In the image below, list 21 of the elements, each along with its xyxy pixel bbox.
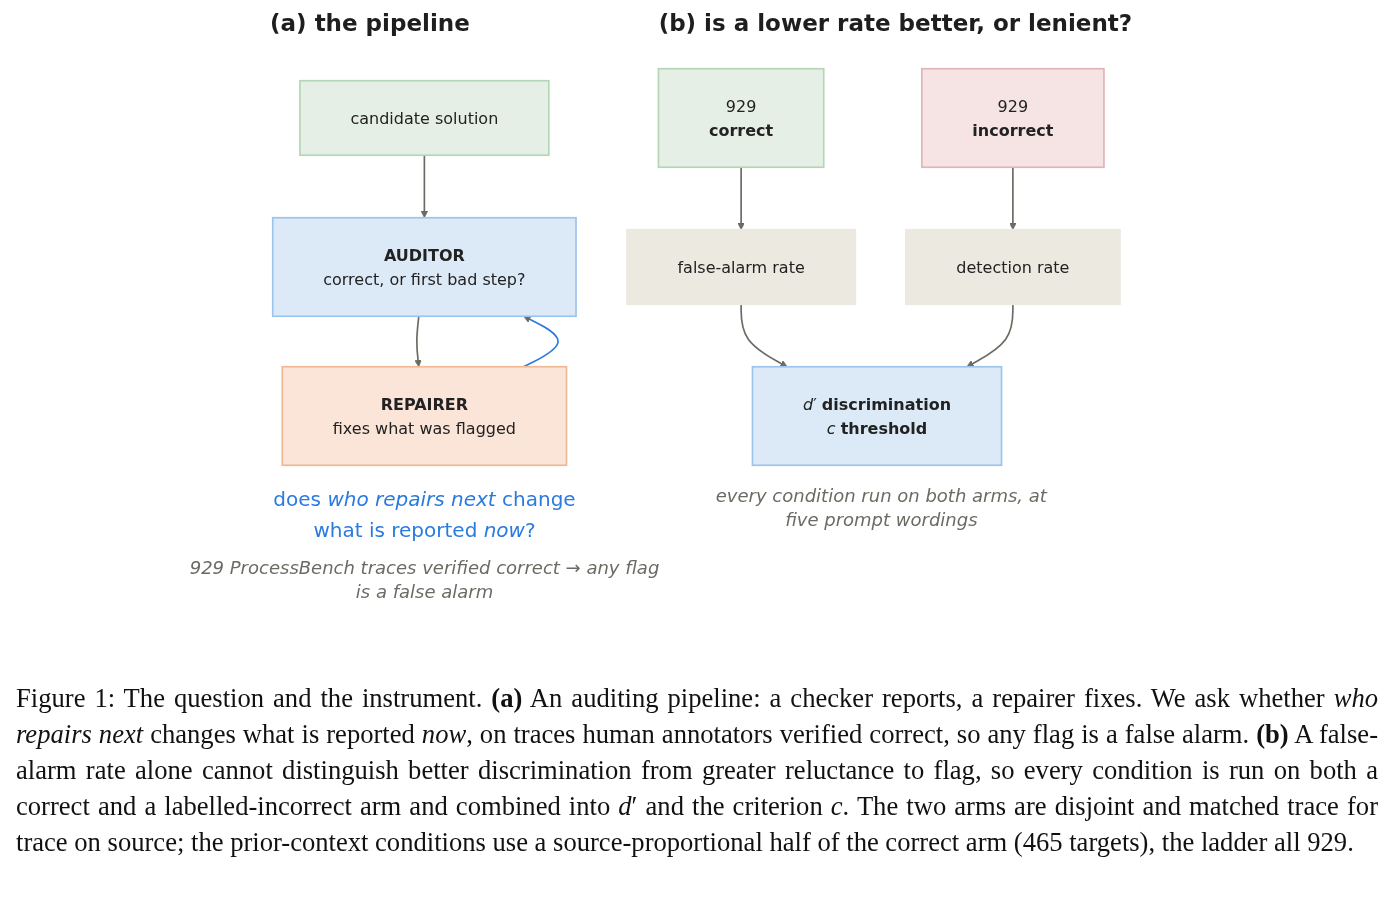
process-box: false-alarm rate [626,228,857,306]
note-text: every condition run on both arms, at five prompt wordings [714,484,1049,532]
arrow [737,166,745,231]
process-box: candidate solution [299,79,550,157]
panel-heading: (b) is a lower rate better, or lenient? [658,10,1133,36]
process-box: d′ discrimination c threshold [751,365,1003,467]
arrow [420,154,429,219]
process-box: detection rate [905,228,1121,306]
arrow [966,303,1014,368]
arrow [414,315,422,368]
arrow [740,303,788,368]
process-box: REPAIRER fixes what was flagged [281,365,568,467]
figure-caption: Figure 1: The question and the instrument. (a) An auditing pipeline: a checker reports, a repairer fixes. We ask whether who repairs next changes what is reported now, on traces human annotators verified correct, so any flag is a false alarm. (b) A false-alarm rate alone cannot distinguish better discrimination from greater reluctance to flag, so every condition is run on both a correct and a labelled-incorrect arm and combined into d′ and the criterion c. The two arms are disjoint and matched trace for trace on source; the prior-context conditions use a source-proportional half of the correct arm (465 targets), the ladder all 929. [16,682,1378,859]
panel-heading: (a) the pipeline [270,10,470,36]
process-box: AUDITOR correct, or first bad step? [272,216,577,318]
arrow [1009,166,1017,231]
arrow [522,315,560,368]
note-text: 929 ProcessBench traces verified correct → any flag is a false alarm [189,556,660,604]
question-text: does who repairs next change what is reported now? [272,486,577,544]
process-box: 929 incorrect [921,67,1105,169]
process-box: 929 correct [657,67,825,169]
